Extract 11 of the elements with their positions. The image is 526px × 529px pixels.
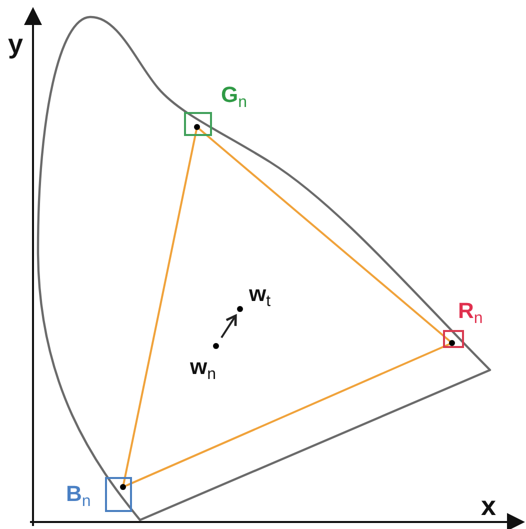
axis-label: x — [481, 493, 496, 520]
connector-line — [196, 126, 453, 344]
point-label: B$_{n}$ — [66, 483, 91, 510]
connector-line — [122, 342, 452, 488]
connector-line — [122, 126, 198, 488]
point-label: R$_{n}$ — [458, 300, 483, 327]
point-label: G$_{n}$ — [221, 84, 248, 111]
axis-label: y — [8, 31, 24, 58]
point-label: w$_{t}$ — [249, 283, 271, 310]
point-label: w$_{n}$ — [190, 356, 216, 383]
arrow — [220, 314, 237, 338]
